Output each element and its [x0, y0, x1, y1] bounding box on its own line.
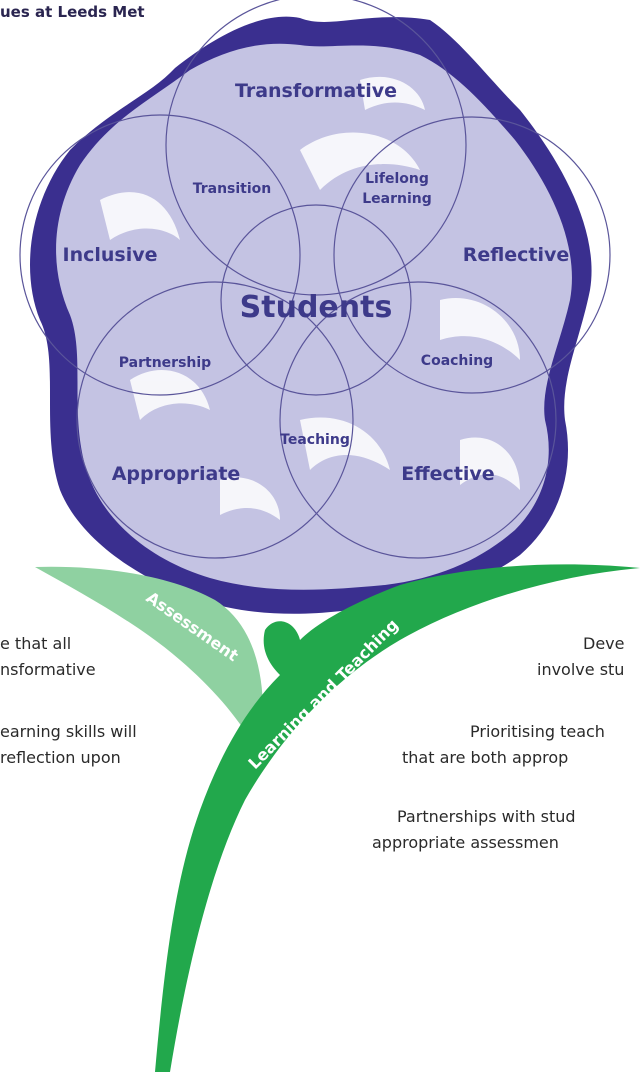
right-text-line3: Prioritising teach	[470, 722, 605, 741]
circle-appropriate	[76, 281, 354, 559]
label-students: Students	[240, 290, 393, 325]
label-appropriate: Appropriate	[112, 463, 241, 485]
right-text-line1: Deve	[583, 634, 625, 653]
circle-effective	[279, 281, 557, 559]
right-text-line6: appropriate assessmen	[372, 833, 559, 852]
left-text-line4: reflection upon	[0, 748, 121, 767]
right-text-line2: involve stu	[537, 660, 625, 679]
flower-body	[56, 43, 572, 590]
left-text-line3: earning skills will	[0, 722, 137, 741]
header-title: ues at Leeds Met	[0, 3, 145, 21]
label-lifelong-1: Lifelong	[365, 171, 429, 187]
left-text-line1: e that all	[0, 634, 72, 653]
circle-transformative	[165, 0, 467, 296]
label-transformative: Transformative	[235, 80, 397, 102]
circle-reflective	[333, 116, 611, 394]
circle-inclusive	[19, 114, 301, 396]
right-text-line4: that are both approp	[402, 748, 569, 767]
swirl-highlights	[100, 76, 520, 520]
venn-circles	[19, 0, 611, 559]
right-text-line5: Partnerships with stud	[397, 807, 576, 826]
circle-students	[220, 204, 412, 396]
leaf-learning-teaching	[155, 564, 640, 1072]
label-partnership: Partnership	[119, 355, 211, 371]
label-reflective: Reflective	[463, 244, 570, 266]
label-lifelong-2: Learning	[362, 191, 432, 207]
label-inclusive: Inclusive	[63, 244, 158, 266]
left-text-line2: nsformative	[0, 660, 96, 679]
label-effective: Effective	[401, 463, 494, 485]
label-transition: Transition	[193, 181, 272, 197]
leaf-assessment	[35, 566, 263, 755]
label-coaching: Coaching	[421, 353, 493, 369]
label-teaching: Teaching	[280, 432, 350, 448]
